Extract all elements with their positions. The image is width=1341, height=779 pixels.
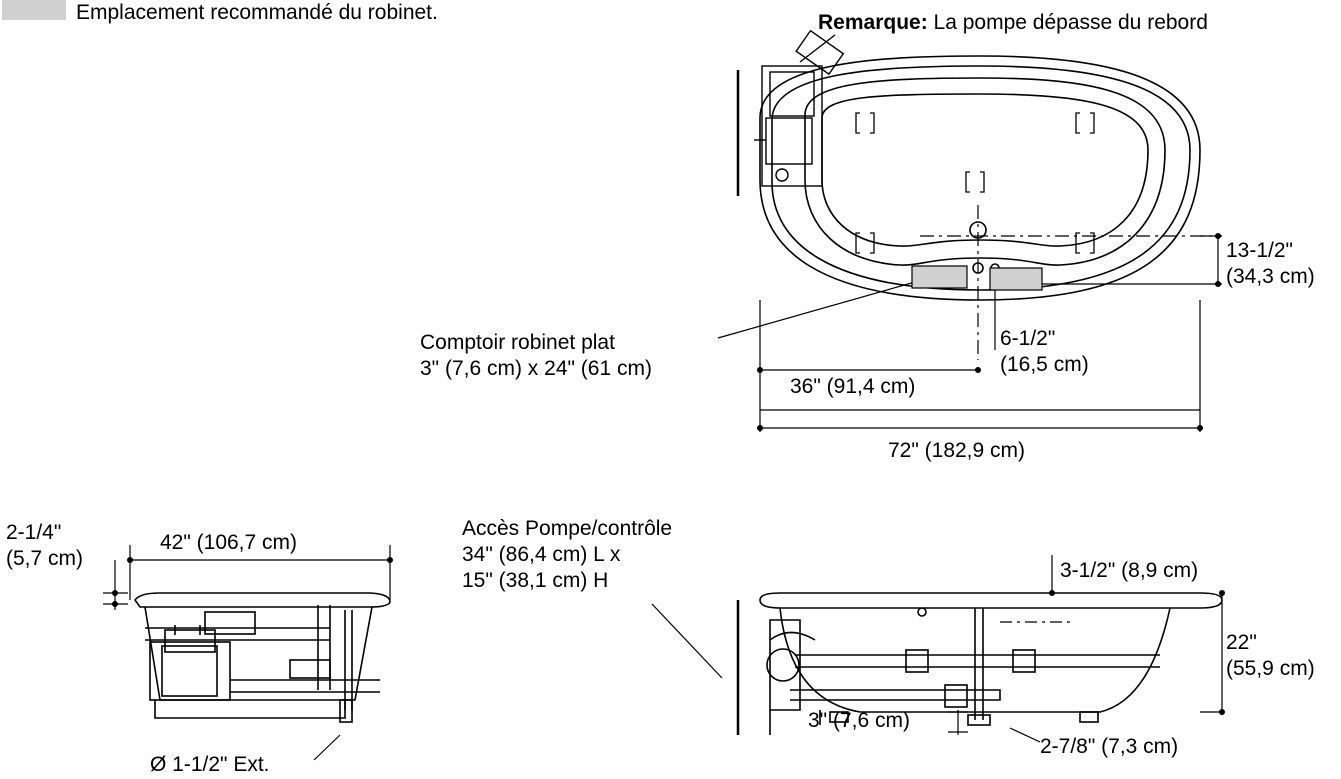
side-view-dimensions bbox=[651, 555, 1223, 743]
top-view-pump bbox=[754, 29, 845, 187]
access-line1: Accès Pompe/contrôle bbox=[462, 517, 673, 540]
dim-3-1-2: 3-1/2" (8,9 cm) bbox=[1060, 559, 1199, 582]
end-view-leader bbox=[313, 734, 341, 761]
access-line2: 34" (86,4 cm) L x bbox=[462, 543, 621, 566]
pump-note: Remarque: La pompe dépasse du rebord bbox=[818, 10, 1208, 36]
dim-13-1-2-inch: 13-1/2" bbox=[1226, 239, 1293, 262]
dim-2-7-8: 2-7/8" (7,3 cm) bbox=[1040, 735, 1179, 758]
dim-13-1-2: 13-1/2" (34,3 cm) bbox=[1226, 238, 1315, 290]
dim-2-1-4-cm: (5,7 cm) bbox=[6, 547, 84, 570]
access-line3: 15" (38,1 cm) H bbox=[462, 569, 609, 592]
legend-swatch bbox=[2, 0, 66, 20]
access-label: Accès Pompe/contrôle 34" (86,4 cm) L x 1… bbox=[462, 516, 672, 594]
dim-3: 3" (7,6 cm) bbox=[808, 709, 910, 732]
side-view-tub bbox=[736, 592, 1223, 735]
dim-2-1-4: 2-1/4" (5,7 cm) bbox=[6, 520, 83, 572]
faucet-deck-areas bbox=[911, 265, 1043, 291]
dim-22-cm: (55,9 cm) bbox=[1226, 657, 1315, 680]
dim-22: 22" (55,9 cm) bbox=[1226, 630, 1315, 682]
legend: Emplacement recommandé du robinet. bbox=[2, 0, 438, 26]
deck-label-line1: Comptoir robinet plat bbox=[420, 331, 615, 354]
dim-72: 72" (182,9 cm) bbox=[888, 439, 1026, 462]
dim-6-1-2-inch: 6-1/2" bbox=[1000, 327, 1056, 350]
dim-13-1-2-cm: (34,3 cm) bbox=[1226, 265, 1315, 288]
top-view-tub bbox=[736, 55, 1222, 360]
dim-22-inch: 22" bbox=[1226, 631, 1257, 654]
dim-2-1-4-inch: 2-1/4" bbox=[6, 521, 62, 544]
dim-6-1-2: 6-1/2" (16,5 cm) bbox=[1000, 326, 1089, 378]
deck-label-line2: 3" (7,6 cm) x 24" (61 cm) bbox=[420, 357, 652, 380]
dim-42: 42" (106,7 cm) bbox=[160, 531, 298, 554]
pump-note-label: Remarque: bbox=[818, 11, 928, 34]
dim-6-1-2-cm: (16,5 cm) bbox=[1000, 353, 1089, 376]
legend-text: Emplacement recommandé du robinet. bbox=[76, 1, 438, 24]
end-view-tub bbox=[103, 545, 391, 723]
drain-size: Ø 1-1/2" Ext. bbox=[150, 753, 270, 776]
pump-note-text: La pompe dépasse du rebord bbox=[927, 11, 1208, 34]
dim-36: 36" (91,4 cm) bbox=[790, 375, 916, 398]
deck-label: Comptoir robinet plat 3" (7,6 cm) x 24" … bbox=[420, 330, 652, 382]
